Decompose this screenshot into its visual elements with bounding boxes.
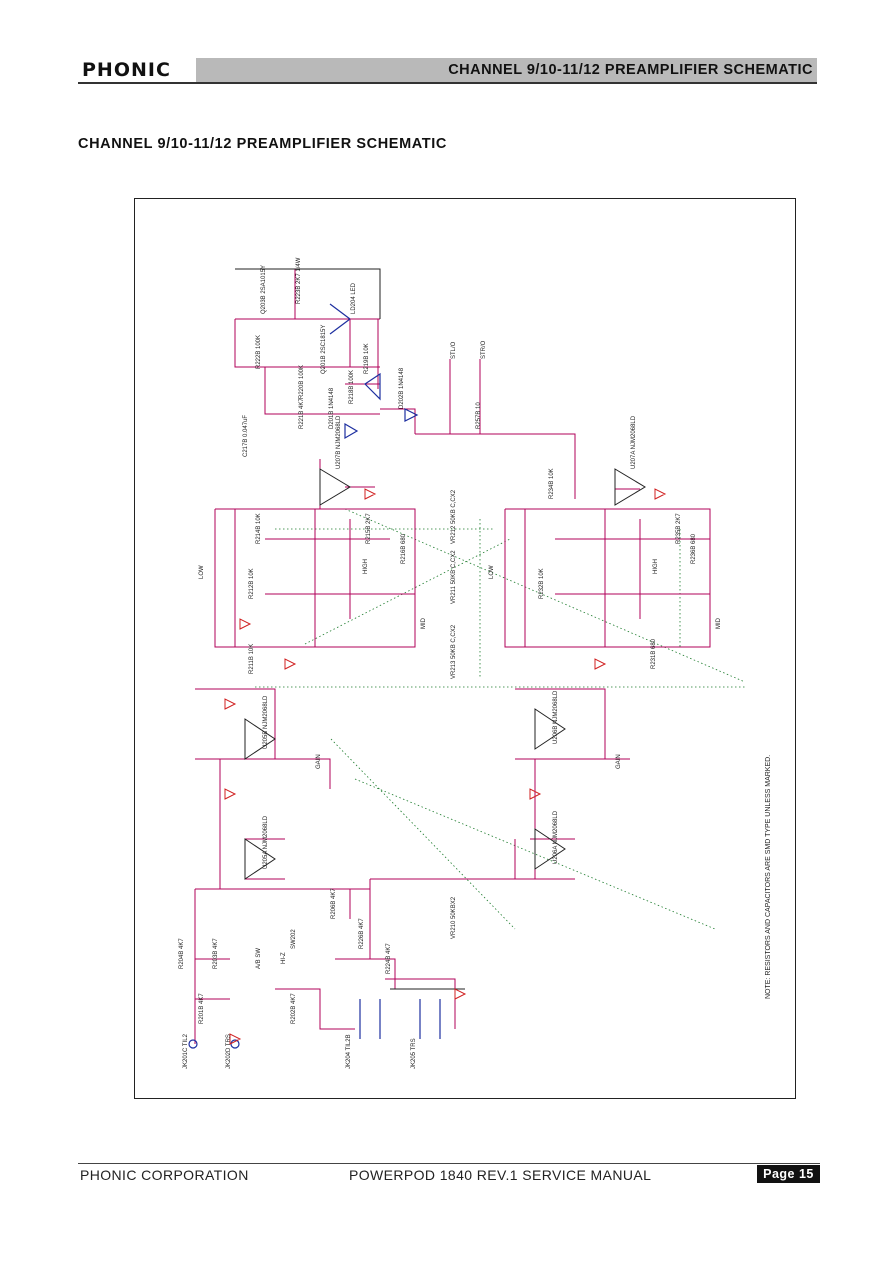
label-r224: R224B 4K7 xyxy=(386,943,392,974)
label-q201: Q201B 2SC1815Y xyxy=(321,325,327,374)
label-jk204: JK204 TIL2B xyxy=(346,1034,352,1069)
label-vr211: VR211 50KB C,CX2 xyxy=(451,550,457,604)
label-r219: R219B 10K xyxy=(364,343,370,374)
label-r232: R232B 10K xyxy=(539,568,545,599)
label-vr213: VR213 50KB C,CX2 xyxy=(451,624,457,679)
label-jk202: JK202D TRS xyxy=(226,1034,232,1069)
header-title-bar: CHANNEL 9/10-11/12 PREAMPLIFIER SCHEMATI… xyxy=(196,58,817,82)
label-r204: R204B 4K7 xyxy=(179,938,185,969)
label-mid-right: MID xyxy=(716,617,722,629)
label-jk205: JK205 TRS xyxy=(411,1038,417,1069)
schematic-labels: R223B 2K7 1/4W Q203B 2SA1015Y LD204 LED … xyxy=(179,257,772,1069)
label-low-right: LOW xyxy=(489,565,495,579)
label-r236: R236B 680 xyxy=(691,533,697,564)
schematic-drawing: R223B 2K7 1/4W Q203B 2SA1015Y LD204 LED … xyxy=(179,257,772,1069)
section-title: CHANNEL 9/10-11/12 PREAMPLIFIER SCHEMATI… xyxy=(78,136,447,152)
label-ld204: LD204 LED xyxy=(351,282,357,314)
label-r215: R215B 2K7 xyxy=(366,513,372,544)
label-r202: R202B 4K7 xyxy=(291,993,297,1024)
label-r234: R234B 10K xyxy=(549,468,555,499)
label-d201: D201B 1N4148 xyxy=(329,387,335,429)
label-r218: R218B 100K xyxy=(349,370,355,404)
header-divider xyxy=(78,82,817,84)
label-jk201: JK201C TIL2 xyxy=(183,1033,189,1069)
page-number-badge: Page 15 xyxy=(757,1165,820,1183)
label-r222: R222B 100K xyxy=(256,335,262,369)
label-high-left: HIGH xyxy=(363,559,369,574)
brand-name: PHONIC xyxy=(82,59,171,81)
label-u207a: U207A NJM2068LD xyxy=(631,415,637,469)
label-r226: R226B 4K7 xyxy=(359,918,365,949)
footer-company: PHONIC CORPORATION xyxy=(80,1167,249,1183)
label-high-right: HIGH xyxy=(653,559,659,574)
label-r223: R223B 2K7 1/4W xyxy=(296,257,302,304)
label-vr210: VR210 50KBX2 xyxy=(451,896,457,939)
label-r216: R216B 680 xyxy=(401,533,407,564)
label-str: STR/O xyxy=(481,340,487,359)
label-vr212: VR212 50KB C,CX2 xyxy=(451,489,457,544)
label-r206: R206B 4K7 xyxy=(331,888,337,919)
label-r201: R201B 4K7 xyxy=(199,993,205,1024)
label-mid-left: MID xyxy=(421,617,427,629)
label-r257: R257B 10 xyxy=(476,402,482,429)
brand-logo: PHONIC xyxy=(78,58,196,82)
footer-manual-title: POWERPOD 1840 REV.1 SERVICE MANUAL xyxy=(349,1167,652,1183)
label-u205b: U205B NJM2068LD xyxy=(263,695,269,749)
label-ab-sw: A/B SW xyxy=(256,948,262,969)
label-low-left: LOW xyxy=(199,565,205,579)
label-q203: Q203B 2SA1015Y xyxy=(261,265,267,314)
label-sw202: SW202 xyxy=(291,929,297,949)
label-r211: R211B 10K xyxy=(249,644,255,674)
label-r203: R203B 4K7 xyxy=(213,938,219,969)
label-r221: R221B 4K7 xyxy=(299,398,305,429)
label-r235: R235B 2K7 xyxy=(676,513,682,544)
label-u206a: U206A NJM2068LD xyxy=(553,810,559,864)
label-r214: R214B 10K xyxy=(256,513,262,544)
label-gain-right: GAIN xyxy=(616,754,622,769)
footer-divider xyxy=(78,1163,820,1164)
label-r212: R212B 10K xyxy=(249,568,255,599)
label-r231: R231B 680 xyxy=(651,638,657,669)
label-r220: R220B 100K xyxy=(299,365,305,399)
schematic-diagram: R223B 2K7 1/4W Q203B 2SA1015Y LD204 LED … xyxy=(134,198,796,1099)
page-header: PHONIC CHANNEL 9/10-11/12 PREAMPLIFIER S… xyxy=(78,58,817,82)
label-stl: STL/O xyxy=(451,341,457,359)
label-gain-left: GAIN xyxy=(316,754,322,769)
label-d202: D202B 1N4148 xyxy=(399,367,405,409)
header-title: CHANNEL 9/10-11/12 PREAMPLIFIER SCHEMATI… xyxy=(448,62,813,78)
label-u206b: U206B NJM2068LD xyxy=(553,690,559,744)
schematic-note: NOTE: RESISTORS AND CAPACITORS ARE SMD T… xyxy=(765,755,772,999)
label-u207b: U207B NJM2068LD xyxy=(336,415,342,469)
label-hi-z: HI-Z xyxy=(281,952,287,964)
label-c217: C217B 0.047uF xyxy=(243,415,249,457)
label-u205a: U205A NJM2068LD xyxy=(263,815,269,869)
